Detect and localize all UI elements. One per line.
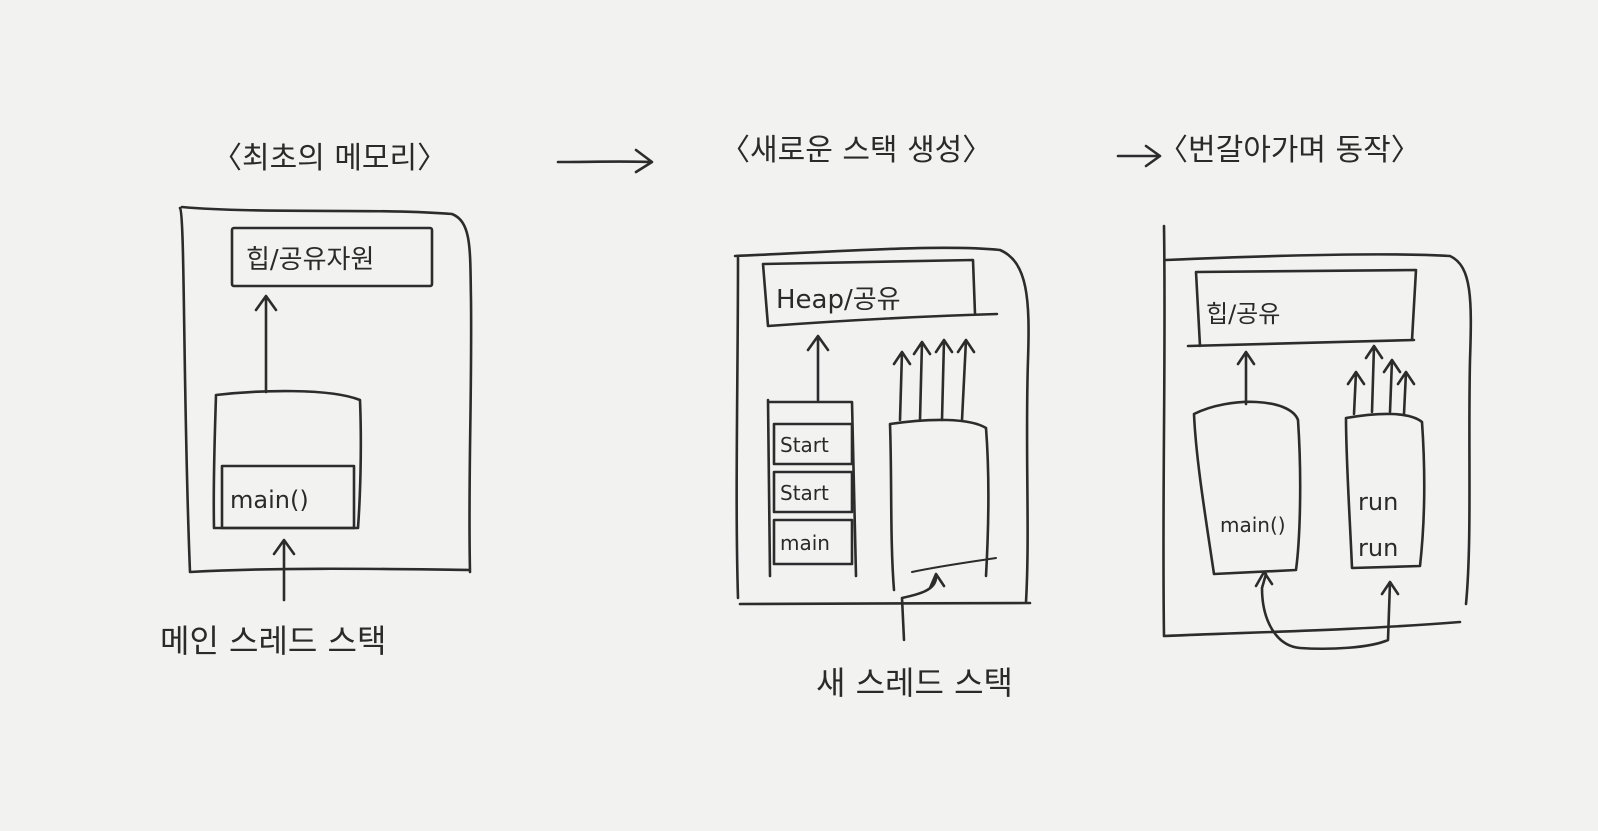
- heap-shared-box: 힙/공유자원: [230, 226, 434, 288]
- heap-shared-box: 힙/공유: [1186, 268, 1418, 348]
- heap-shared-box: Heap/공유: [761, 258, 999, 328]
- arrow-to-heap: [1346, 344, 1416, 416]
- stack-outline: [888, 418, 990, 592]
- panel-caption: 메인 스레드 스택: [160, 622, 386, 660]
- stack-frame: [772, 422, 854, 466]
- panel-title: 〈최초의 메모리〉: [212, 141, 447, 176]
- heap-label: 힙/공유: [1206, 300, 1280, 328]
- stack-frame-label: run: [1358, 534, 1398, 562]
- stack-frame-label: main: [780, 531, 830, 555]
- main-thread-stack: main(): [1192, 350, 1302, 576]
- stack-frame-label: run: [1358, 488, 1398, 516]
- transition-arrow: [1116, 144, 1162, 168]
- heap-box: [230, 226, 434, 288]
- memory-box-outline: [733, 246, 1032, 606]
- stack-outline: [766, 398, 858, 578]
- panel-initial-memory: 〈최초의 메모리〉 힙/공유자원 main() 메인 스레드 스택: [160, 141, 473, 660]
- stack-frame: [772, 518, 854, 566]
- new-thread-stack: [888, 338, 997, 592]
- arrow-to-heap: [254, 294, 278, 394]
- stack-frame-label: main(): [230, 486, 309, 514]
- stack-frame: [772, 470, 854, 514]
- stack-base-line: [911, 557, 997, 573]
- main-thread-stack: Start Start main: [766, 398, 858, 578]
- heap-box: [1186, 268, 1418, 348]
- panel-title: 〈새로운 스택 생성〉: [720, 133, 992, 168]
- arrow-to-stack: [272, 538, 296, 602]
- stack-frame-label: Start: [780, 481, 829, 505]
- panel-new-stack: 〈새로운 스택 생성〉 Heap/공유 Start Start main 새 스…: [720, 133, 1032, 702]
- switch-arrow: [1254, 570, 1400, 651]
- panel-alternating: 〈번갈아가며 동작〉 힙/공유 main() run run: [1158, 133, 1473, 651]
- stack-frame: [220, 464, 356, 530]
- heap-label: Heap/공유: [776, 285, 901, 315]
- stack-frame-label: main(): [1220, 513, 1286, 537]
- heap-box: [761, 258, 999, 328]
- new-thread-stack: run run: [1344, 344, 1426, 570]
- stack-outline: [1192, 400, 1302, 576]
- stack-outline: [212, 389, 363, 530]
- arrow-to-new-stack: [900, 572, 946, 642]
- main-thread-stack: main(): [212, 389, 363, 530]
- arrow-to-heap: [1236, 350, 1256, 406]
- memory-box-outline: [178, 205, 473, 574]
- arrow-to-heap: [806, 334, 830, 402]
- panel-title: 〈번갈아가며 동작〉: [1158, 133, 1421, 168]
- stack-frame-label: Start: [780, 433, 829, 457]
- panel-caption: 새 스레드 스택: [816, 664, 1013, 702]
- heap-label: 힙/공유자원: [246, 245, 374, 275]
- memory-box-outline: [1162, 224, 1473, 638]
- transition-arrow: [556, 148, 654, 174]
- arrow-to-heap: [892, 338, 976, 422]
